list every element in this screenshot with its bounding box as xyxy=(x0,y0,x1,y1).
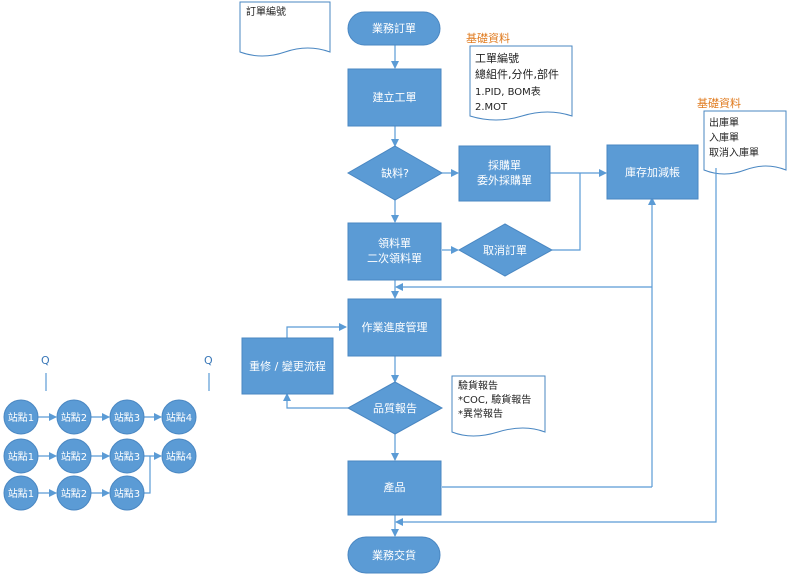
q-label-right: Q xyxy=(204,354,213,367)
station-row-3: 站點1 站點2 站點3 xyxy=(3,475,145,511)
delivery-label: 業務交貨 xyxy=(372,548,416,562)
inspection-line-2: *COC, 驗貨報告 xyxy=(458,393,531,406)
shortage-decision: 缺料? xyxy=(346,145,444,201)
basic-data-1-line-2: 總組件,分件,部件 xyxy=(475,67,559,81)
basic-data-doc-2: 基礎資料 出庫單 入庫單 取消入庫單 xyxy=(697,96,787,175)
basic-data-1-line-1: 工單編號 xyxy=(475,51,519,65)
product-process: 產品 xyxy=(347,460,442,516)
progress-management-process: 作業進度管理 xyxy=(347,298,442,357)
picking-label: 領料單 xyxy=(378,236,411,250)
station-row-1: 站點1 站點2 站點3 站點4 xyxy=(3,399,197,435)
inspection-line-1: 驗貨報告 xyxy=(458,379,498,392)
cancel-order-label: 取消訂單 xyxy=(483,243,527,257)
inspection-report-doc: 驗貨報告 *COC, 驗貨報告 *異常報告 xyxy=(451,375,546,437)
connectors xyxy=(283,45,717,537)
start-order-label: 業務訂單 xyxy=(372,21,416,35)
station-label: 站點4 xyxy=(166,450,192,463)
basic-data-2-line-2: 入庫單 xyxy=(709,131,739,144)
order-number-text: 訂單編號 xyxy=(246,5,286,18)
second-picking-label: 二次領料單 xyxy=(367,251,422,265)
basic-data-1-line-4: 2.MOT xyxy=(475,102,508,113)
station-label: 站點4 xyxy=(166,411,192,424)
station-label: 站點2 xyxy=(61,487,87,500)
purchase-order-label: 採購單 xyxy=(488,158,521,172)
station-label: 站點1 xyxy=(8,411,34,424)
delivery-terminal: 業務交貨 xyxy=(347,536,441,574)
inventory-process: 庫存加減帳 xyxy=(606,144,699,200)
repair-label: 重修 / 變更流程 xyxy=(249,359,326,373)
quality-report-label: 品質報告 xyxy=(373,401,417,415)
shortage-label: 缺料? xyxy=(381,166,409,180)
basic-data-doc-1: 基礎資料 工單編號 總組件,分件,部件 1.PID, BOM表 2.MOT xyxy=(466,31,573,121)
purchase-order-process: 採購單 委外採購單 xyxy=(458,145,551,202)
station-row-2: 站點1 站點2 站點3 站點4 xyxy=(3,438,197,474)
create-work-order-label: 建立工單 xyxy=(373,90,417,104)
station-label: 站點2 xyxy=(61,450,87,463)
basic-data-title-1: 基礎資料 xyxy=(466,31,510,45)
create-work-order-process: 建立工單 xyxy=(347,68,442,127)
product-label: 產品 xyxy=(384,480,406,494)
station-label: 站點2 xyxy=(61,411,87,424)
station-label: 站點1 xyxy=(8,450,34,463)
basic-data-title-2: 基礎資料 xyxy=(697,96,741,110)
progress-management-label: 作業進度管理 xyxy=(362,320,428,334)
inspection-line-3: *異常報告 xyxy=(458,407,503,420)
station-label: 站點3 xyxy=(114,411,140,424)
station-label: 站點1 xyxy=(8,487,34,500)
order-number-doc: 訂單編號 xyxy=(239,1,331,57)
inventory-label: 庫存加減帳 xyxy=(625,165,680,179)
basic-data-1-line-3: 1.PID, BOM表 xyxy=(475,85,541,98)
station-diagram: Q Q 站點1 站點2 站點3 站點4 站點1 站點2 xyxy=(3,354,213,511)
cancel-order-decision: 取消訂單 xyxy=(457,223,554,277)
repair-process: 重修 / 變更流程 xyxy=(241,337,334,395)
basic-data-2-line-1: 出庫單 xyxy=(709,116,739,129)
q-label-left: Q xyxy=(41,354,50,367)
basic-data-2-line-3: 取消入庫單 xyxy=(709,146,759,159)
outsource-purchase-label: 委外採購單 xyxy=(477,173,532,187)
station-label: 站點3 xyxy=(114,450,140,463)
station-label: 站點3 xyxy=(114,487,140,500)
start-order-terminal: 業務訂單 xyxy=(347,11,441,46)
picking-process: 領料單 二次領料單 xyxy=(347,222,442,281)
quality-report-decision: 品質報告 xyxy=(346,381,444,435)
